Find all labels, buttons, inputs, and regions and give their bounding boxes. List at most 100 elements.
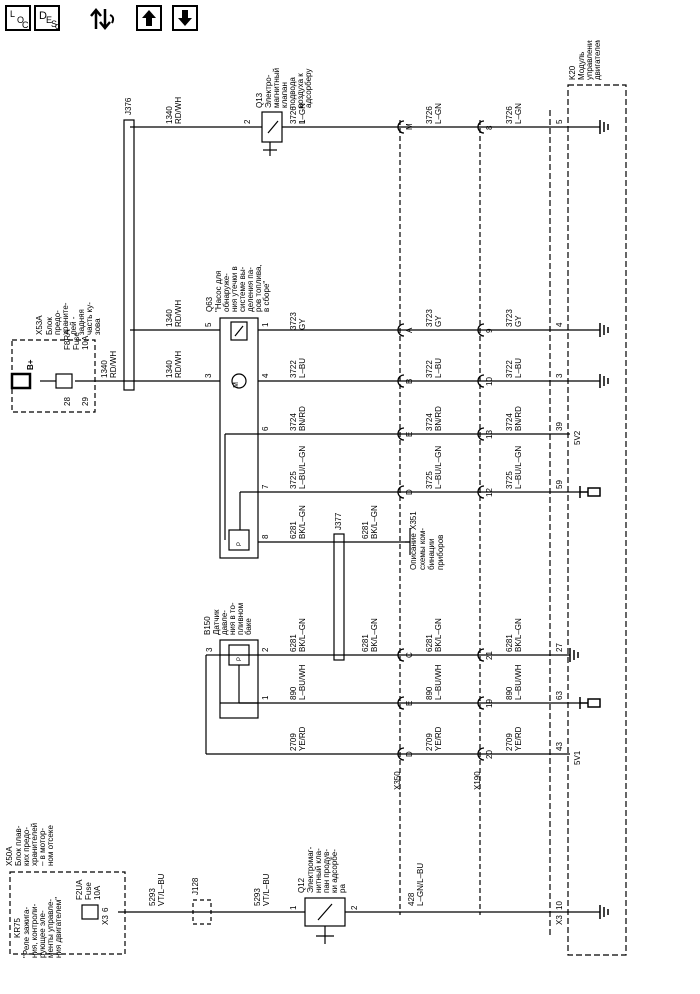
desc-c-label: C	[55, 24, 61, 31]
diagram-label: 6281	[361, 634, 370, 652]
diagram-label: GY	[434, 315, 443, 327]
diagram-label: двигателем.	[593, 40, 602, 80]
diagram-label: 6	[261, 426, 270, 431]
diagram-label: часть ку-	[85, 302, 94, 335]
diagram-label: RD/WH	[174, 351, 183, 378]
diagram-label: 3726	[505, 106, 514, 124]
diagram-label: B	[405, 379, 414, 384]
diagram-label: 3	[204, 373, 213, 378]
diagram-label: 2709	[289, 733, 298, 751]
toolbar: L O C D E S C	[0, 0, 700, 40]
exchange-arrows-button[interactable]	[88, 5, 118, 33]
diagram-label: 5V1	[573, 750, 582, 765]
diagram-label: 8	[485, 125, 494, 130]
diagram-label: BK/L–GN	[434, 618, 443, 652]
diagram-label: ния двигателем"	[54, 897, 63, 958]
diagram-label: нитный кла-	[314, 848, 323, 893]
diagram-label: 3724	[289, 413, 298, 431]
diagram-label: подвода	[288, 77, 297, 108]
diagram-label: 1340	[165, 106, 174, 124]
f2ua-label: F2UA	[75, 879, 84, 900]
diagram-label: 3	[555, 373, 564, 378]
diagram-label: BK/L–GN	[298, 505, 307, 539]
mid-wire-labels: 3726 L–GN 3723 GY 3722 L–BU 3724 BN/RD 3…	[425, 103, 443, 751]
diagram-label: 28	[63, 397, 72, 406]
desc-d-label: D	[39, 10, 47, 22]
diagram-label: пливном	[236, 603, 245, 635]
q63-label: Q63	[205, 296, 214, 312]
diagram-label: 12	[485, 488, 494, 497]
diagram-label: менты управле-	[46, 899, 55, 958]
diagram-label: 2	[350, 905, 359, 910]
diagram-label: 13	[485, 430, 494, 439]
x350-label: X350	[393, 771, 402, 790]
loc-l-label: L	[10, 9, 16, 19]
diagram-label: VT/L–BU	[262, 873, 271, 906]
diagram-label: храните-	[61, 302, 70, 335]
diagram-label: 3724	[425, 413, 434, 431]
diagram-label: 2	[261, 647, 270, 652]
diagram-label: D	[405, 751, 414, 757]
diagram-label: 29	[81, 397, 90, 406]
diagram-label: 3723	[505, 309, 514, 327]
diagram-label: магнитный	[272, 68, 281, 108]
diagram-label: давле-	[220, 610, 229, 635]
diagram-label: E	[405, 701, 414, 706]
diagram-label: 6	[101, 907, 110, 912]
diagram-label: RD/WH	[174, 97, 183, 124]
diagram-label: 8	[261, 534, 270, 539]
diagram-label: Модуль	[577, 52, 586, 80]
diagram-label: 3725	[289, 471, 298, 489]
j376-label: J376	[124, 97, 133, 115]
f8ra-label: F8RA	[63, 329, 72, 350]
description-view-button[interactable]: D E S C	[34, 5, 60, 31]
diagram-label: L–BU/WH	[514, 664, 523, 700]
page-up-button[interactable]	[136, 5, 162, 31]
diagram-label: VT/L–BU	[157, 873, 166, 906]
j377-label: J377	[334, 512, 343, 530]
diagram-label: управления	[585, 40, 594, 80]
diagram-label: предо-	[53, 310, 62, 335]
x50a-label: X50A	[5, 846, 14, 866]
b150-wire-labels: 6281 BK/L–GN 890 L–BU/WH 2709 YE/RD J377…	[289, 505, 445, 751]
diagram-label: обнаруже-	[222, 273, 231, 312]
diagram-label: "Насос для	[214, 271, 223, 313]
page-down-button[interactable]	[172, 5, 198, 31]
diagram-label: L–BU/L–GN	[434, 446, 443, 489]
x190-connector-pins: 8 9 10 13 12 21 19 20 X190	[473, 125, 494, 790]
diagram-label: Описание	[409, 533, 418, 570]
diagram-label: 21	[485, 651, 494, 660]
q63-wire-labels: 3723 GY 3722 L–BU 3724 BN/RD 3725 L–BU/L…	[289, 103, 307, 539]
location-view-button[interactable]: L O C	[5, 5, 31, 31]
diagram-label: ния в то-	[228, 602, 237, 635]
diagram-label: бинации	[427, 539, 436, 570]
diagram-label: 5293	[148, 888, 157, 906]
desc-e-label: E	[46, 15, 53, 25]
arrow-up-icon	[142, 10, 156, 26]
diagram-label: 1	[261, 322, 270, 327]
b-plus-label: B+	[26, 359, 35, 370]
diagram-label: Датчик	[212, 609, 221, 635]
diagram-label: BN/RD	[434, 406, 443, 431]
diagram-label: баке	[244, 618, 253, 635]
diagram-label: – в мотор-	[38, 828, 47, 866]
diagram-label: хранителей	[30, 823, 39, 866]
diagram-label: 39	[555, 422, 564, 431]
diagram-label: задняя	[77, 309, 86, 335]
diagram-label: ра	[338, 884, 347, 893]
diagram-label: 5293	[253, 888, 262, 906]
diagram-label: 1340	[165, 360, 174, 378]
diagram-label: 428	[407, 892, 416, 906]
diagram-label: ких предо-	[22, 827, 31, 866]
diagram-label: 3725	[505, 471, 514, 489]
q13-label: Q13	[255, 92, 264, 108]
diagram-label: адсорберу	[304, 69, 313, 108]
diagram-label: деления па-	[246, 267, 255, 312]
diagram-label: 1340	[165, 309, 174, 327]
diagram-label: 2	[243, 119, 252, 124]
x53a-block: B+ F8RA Fuse 10A 28 29 X53A Блок предо- …	[26, 302, 118, 406]
diagram-label: приборов	[436, 535, 445, 570]
x351-label: X351	[409, 511, 418, 530]
diagram-label: 10	[485, 377, 494, 386]
diagram-label: L–BU	[434, 358, 443, 378]
